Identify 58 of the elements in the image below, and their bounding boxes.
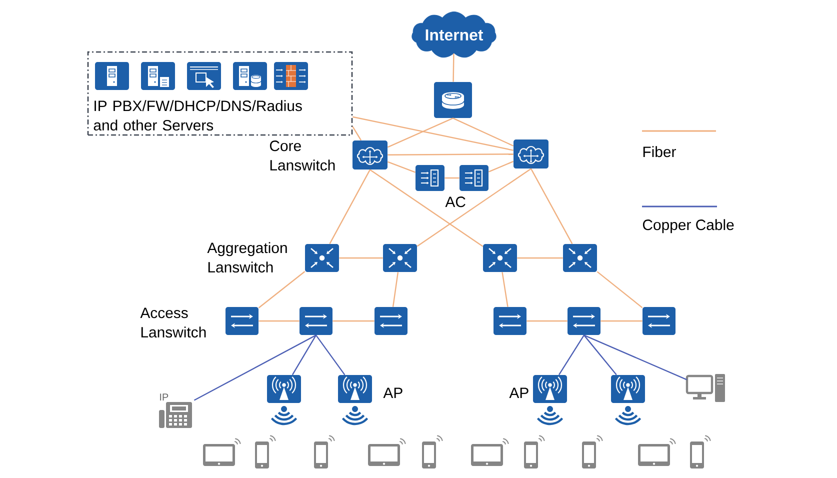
- connector-line: [332, 320, 374, 322]
- layer-label: Aggregation Lanswitch: [207, 242, 287, 273]
- connector-line: [194, 334, 316, 401]
- dashed-group-box: IP PBX/FW/DHCP/DNS/Radius and other Servers: [87, 51, 353, 136]
- layer-label: Access Lanswitch: [140, 308, 206, 338]
- access-switch-icon: [494, 307, 526, 335]
- aggregation-switch-icon: [483, 244, 517, 272]
- connector-line: [292, 334, 317, 376]
- connector-line: [392, 272, 399, 307]
- connector-line: [352, 126, 362, 141]
- connector-line: [370, 169, 484, 247]
- layer-label: Core Lanswitch: [270, 140, 335, 171]
- access-switch-icon: [568, 307, 600, 335]
- connector-line: [329, 169, 371, 244]
- connector-line: [452, 54, 454, 82]
- connector-line: [388, 154, 514, 156]
- device-label: AC: [445, 196, 466, 208]
- legend-label: Copper Cable: [642, 219, 734, 234]
- connector-line: [316, 334, 346, 376]
- controller-icon: [416, 165, 444, 191]
- connector-line: [339, 257, 383, 259]
- aggregation-switch-icon: [383, 244, 417, 272]
- connector-line: [258, 320, 300, 322]
- router-icon: [434, 82, 472, 118]
- connector-line: [352, 116, 514, 151]
- connector-line: [488, 160, 514, 172]
- connector-line: [452, 118, 514, 146]
- access-switch-icon: [374, 307, 408, 335]
- device-label: AP: [383, 388, 402, 398]
- connector-line: [517, 257, 563, 259]
- desk-phone: IP: [159, 394, 192, 428]
- access-switch-icon: [300, 307, 332, 335]
- connector-line: [258, 271, 306, 308]
- connector-line: [584, 334, 617, 376]
- access-point-icon: [611, 375, 645, 403]
- connector-line: [502, 272, 508, 307]
- connector-line: [387, 161, 416, 173]
- aggregation-switch-icon: [305, 244, 339, 272]
- connector-line: [600, 320, 642, 322]
- core-switch-icon: [352, 140, 388, 170]
- device-label: AP: [509, 388, 528, 398]
- connector-line: [596, 271, 643, 308]
- desktop-computer-icon: [686, 374, 725, 402]
- connector-line: [584, 334, 688, 380]
- connector-line: [387, 118, 454, 148]
- connector-line: [416, 168, 532, 247]
- node-label: IP: [160, 394, 168, 400]
- access-point-icon: [267, 375, 301, 403]
- connector-line: [530, 168, 573, 244]
- access-switch-icon: [226, 307, 258, 335]
- access-switch-icon: [642, 307, 676, 335]
- connector-line: [558, 334, 585, 376]
- legend-label: Fiber: [643, 146, 676, 158]
- connector-line: [526, 320, 568, 322]
- aggregation-switch-icon: [563, 244, 597, 272]
- connector-line: [444, 177, 460, 179]
- core-switch-icon: [514, 140, 548, 168]
- controller-icon: [460, 165, 488, 191]
